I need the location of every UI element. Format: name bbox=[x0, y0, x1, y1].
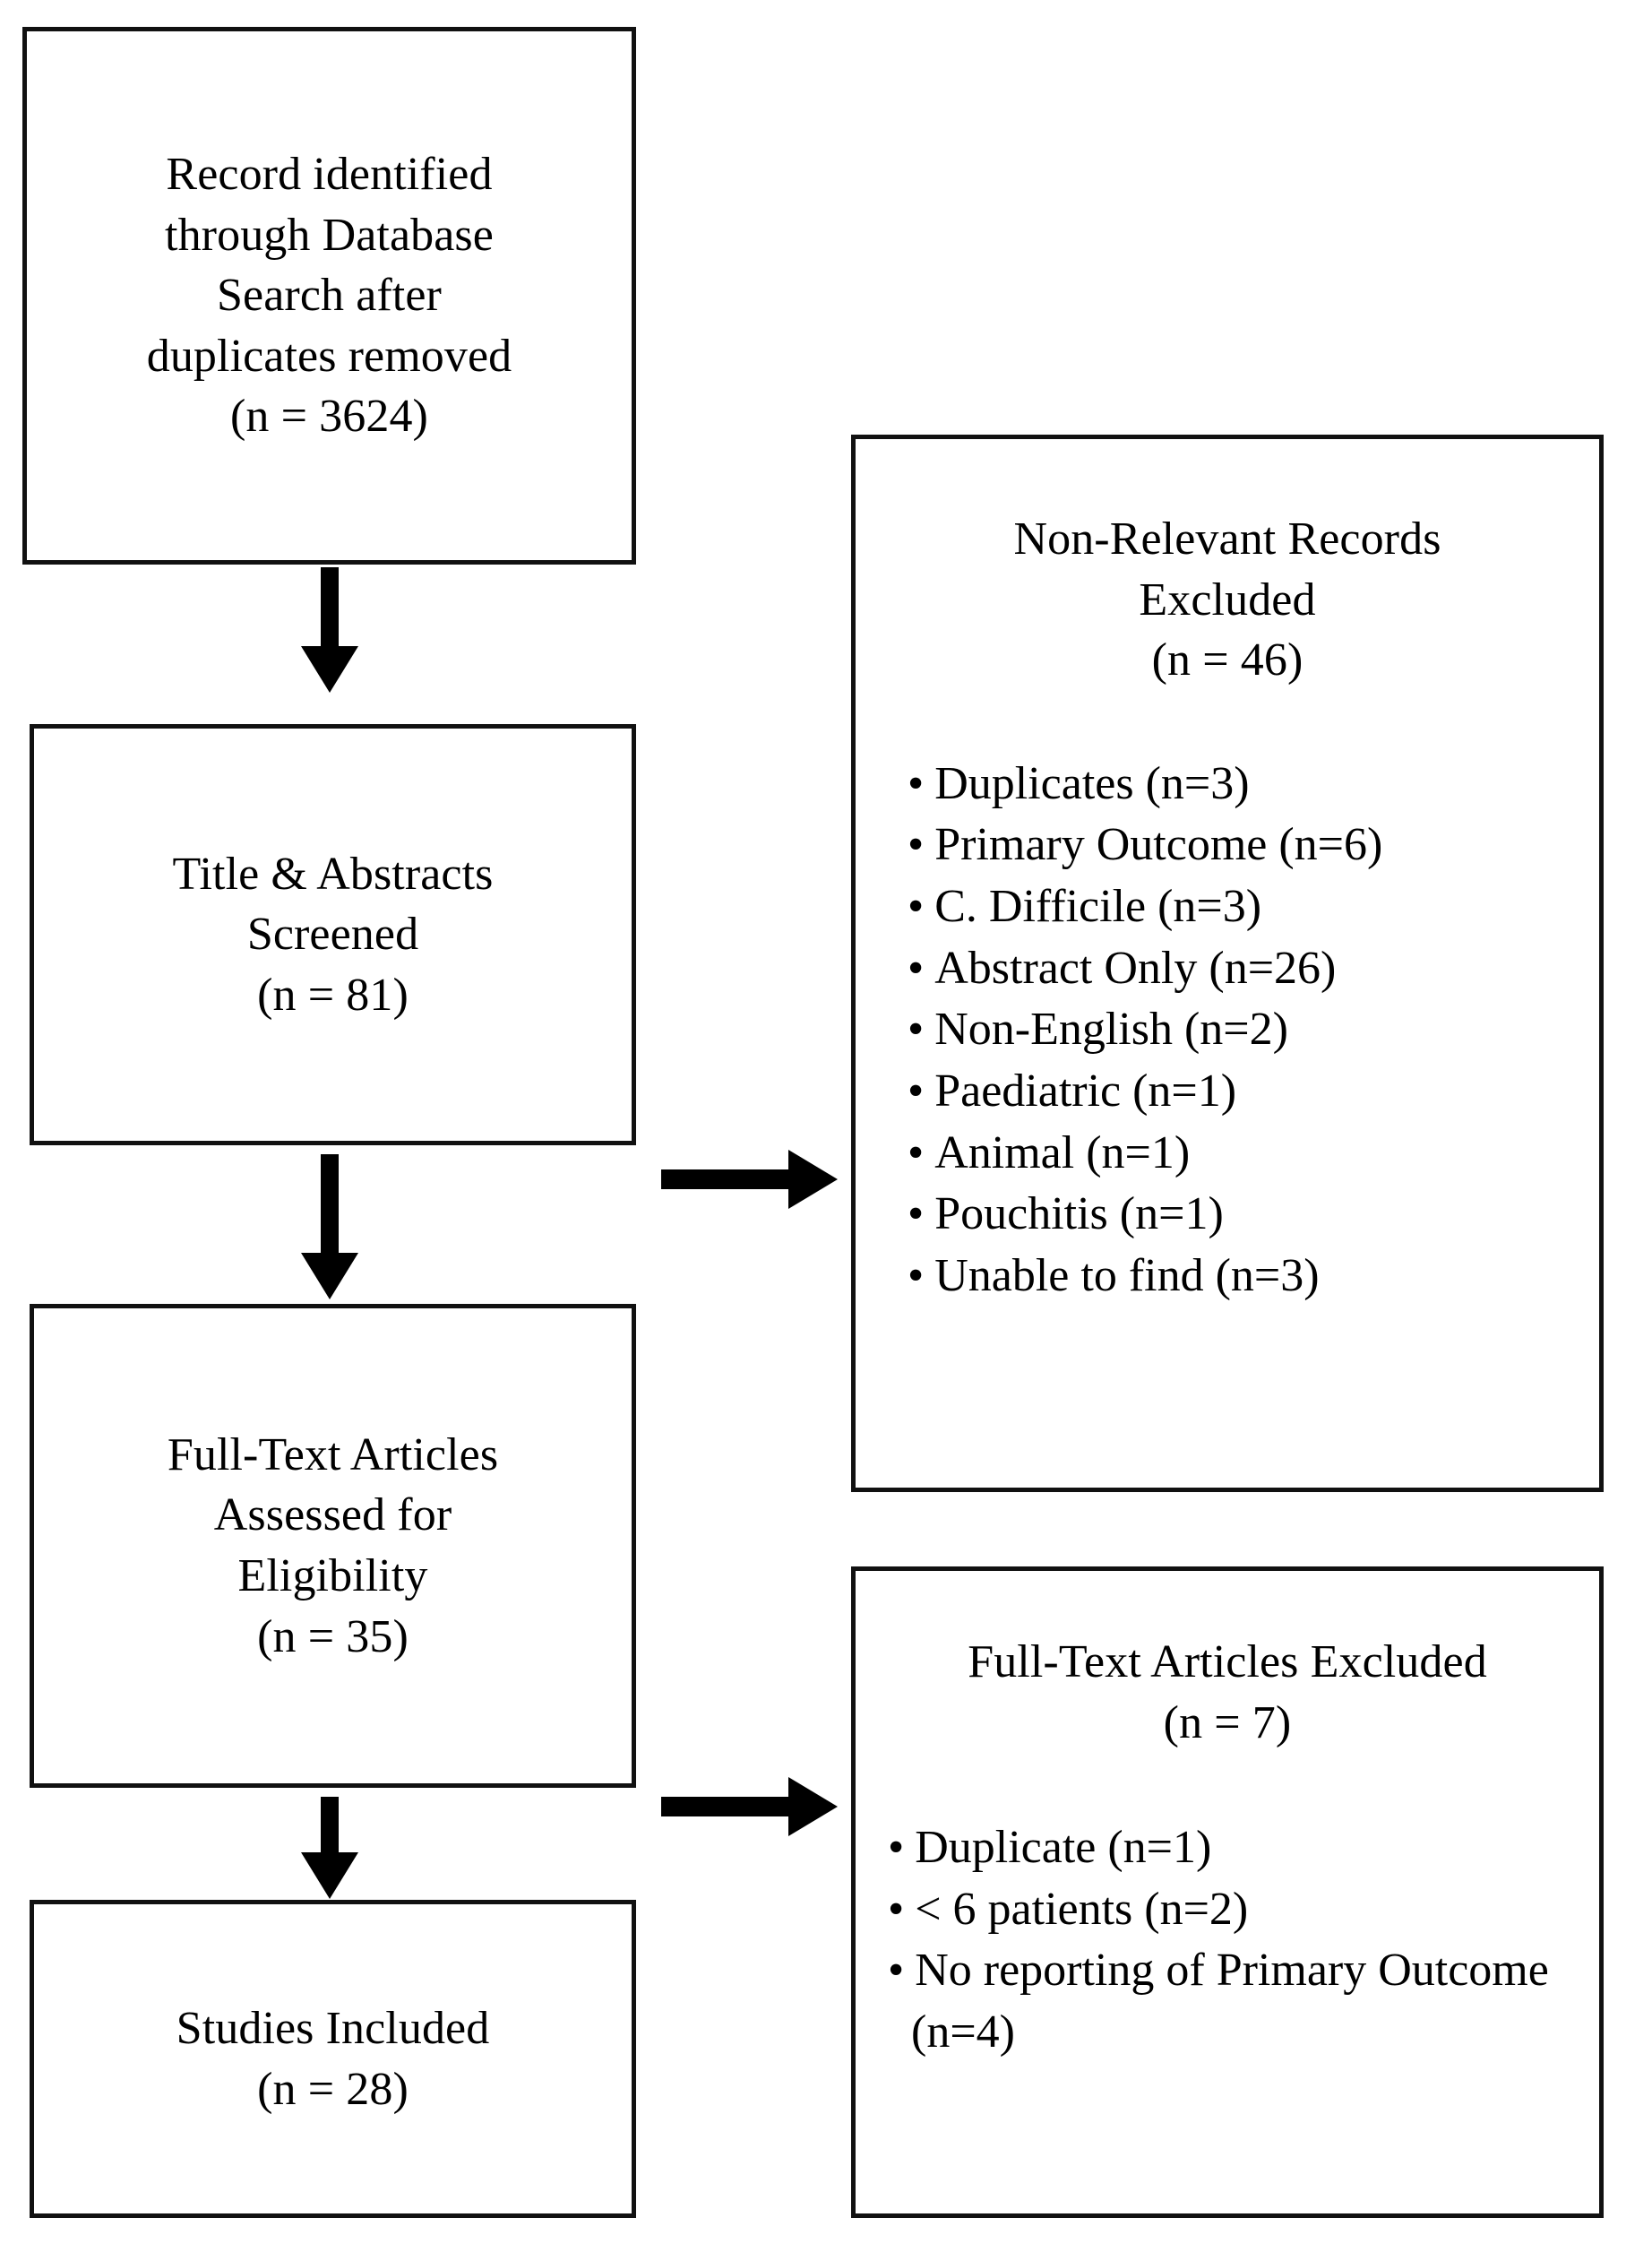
exclusion-reason-item: •Duplicate (n=1) bbox=[888, 1817, 1599, 1879]
bullet-icon: • bbox=[908, 942, 925, 994]
exclusion-reason-label: Animal (n=1) bbox=[934, 1126, 1191, 1178]
box-records-identified: Record identified through Database Searc… bbox=[22, 27, 636, 565]
exclusion-reason-label: Unable to find (n=3) bbox=[934, 1249, 1320, 1301]
exclusion-reason-label: Duplicate (n=1) bbox=[915, 1822, 1212, 1874]
arrow-shaft bbox=[321, 567, 339, 646]
box-fulltext-assessed: Full-Text Articles Assessed for Eligibil… bbox=[30, 1304, 636, 1788]
bullet-icon: • bbox=[908, 1126, 925, 1178]
exclusion-reason-item: •Non-English (n=2) bbox=[908, 999, 1599, 1061]
arrow-head bbox=[788, 1777, 838, 1836]
exclusion-reason-item: •Animal (n=1) bbox=[908, 1123, 1599, 1185]
box-title-abstracts-screened: Title & Abstracts Screened (n = 81) bbox=[30, 724, 636, 1145]
box-nonrelevant-records-excluded: Non-Relevant Records Excluded (n = 46) •… bbox=[851, 435, 1604, 1492]
box-fulltext-articles-excluded: Full-Text Articles Excluded (n = 7) •Dup… bbox=[851, 1566, 1604, 2218]
exclusion-reason-item: •Unable to find (n=3) bbox=[908, 1246, 1599, 1307]
bullet-icon: • bbox=[908, 1004, 925, 1056]
exclusion-reason-label: No reporting of Primary Outcome (n=4) bbox=[911, 1945, 1549, 2058]
nonrelevant-exclusion-reason-list: •Duplicates (n=3)•Primary Outcome (n=6)•… bbox=[856, 754, 1599, 1307]
exclusion-reason-item: •Abstract Only (n=26) bbox=[908, 938, 1599, 1000]
bullet-icon: • bbox=[908, 819, 925, 871]
exclusion-reason-item: •Pouchitis (n=1) bbox=[908, 1184, 1599, 1246]
exclusion-reason-label: Paediatric (n=1) bbox=[934, 1065, 1237, 1117]
exclusion-reason-label: Abstract Only (n=26) bbox=[934, 942, 1337, 994]
exclusion-reason-label: Primary Outcome (n=6) bbox=[934, 819, 1383, 871]
exclusion-reason-item: •No reporting of Primary Outcome (n=4) bbox=[888, 1940, 1599, 2063]
box-records-identified-label: Record identified through Database Searc… bbox=[146, 149, 512, 443]
exclusion-reason-label: C. Difficile (n=3) bbox=[934, 881, 1262, 933]
bullet-icon: • bbox=[888, 1945, 905, 1997]
bullet-icon: • bbox=[908, 881, 925, 933]
box-studies-included-label: Studies Included (n = 28) bbox=[176, 2002, 490, 2115]
exclusion-reason-item: •Duplicates (n=3) bbox=[908, 754, 1599, 815]
arrow-head bbox=[301, 1852, 358, 1899]
box-title-abstracts-screened-label: Title & Abstracts Screened (n = 81) bbox=[172, 848, 494, 1021]
box-nonrelevant-records-excluded-label: Non-Relevant Records Excluded (n = 46) bbox=[1013, 513, 1441, 686]
bullet-icon: • bbox=[908, 1249, 925, 1301]
exclusion-reason-label: Duplicates (n=3) bbox=[934, 757, 1250, 809]
exclusion-reason-label: Non-English (n=2) bbox=[934, 1004, 1288, 1056]
arrow-head bbox=[301, 646, 358, 693]
box-fulltext-assessed-label: Full-Text Articles Assessed for Eligibil… bbox=[167, 1428, 499, 1662]
arrow-head bbox=[301, 1253, 358, 1299]
bullet-icon: • bbox=[908, 1065, 925, 1117]
exclusion-reason-label: < 6 patients (n=2) bbox=[915, 1883, 1249, 1935]
arrow-shaft bbox=[321, 1797, 339, 1852]
exclusion-reason-item: •< 6 patients (n=2) bbox=[888, 1879, 1599, 1941]
bullet-icon: • bbox=[888, 1883, 905, 1935]
arrow-shaft bbox=[321, 1154, 339, 1253]
arrow-head bbox=[788, 1150, 838, 1209]
bullet-icon: • bbox=[908, 757, 925, 809]
box-fulltext-articles-excluded-label: Full-Text Articles Excluded (n = 7) bbox=[968, 1636, 1487, 1748]
box-studies-included: Studies Included (n = 28) bbox=[30, 1900, 636, 2218]
exclusion-reason-item: •Paediatric (n=1) bbox=[908, 1061, 1599, 1123]
fulltext-exclusion-reason-list: •Duplicate (n=1)•< 6 patients (n=2)•No r… bbox=[856, 1817, 1599, 2064]
bullet-icon: • bbox=[888, 1822, 905, 1874]
exclusion-reason-item: •C. Difficile (n=3) bbox=[908, 876, 1599, 938]
exclusion-reason-item: •Primary Outcome (n=6) bbox=[908, 815, 1599, 876]
bullet-icon: • bbox=[908, 1188, 925, 1240]
arrow-shaft bbox=[661, 1797, 788, 1816]
exclusion-reason-label: Pouchitis (n=1) bbox=[934, 1188, 1224, 1240]
arrow-shaft bbox=[661, 1169, 788, 1189]
